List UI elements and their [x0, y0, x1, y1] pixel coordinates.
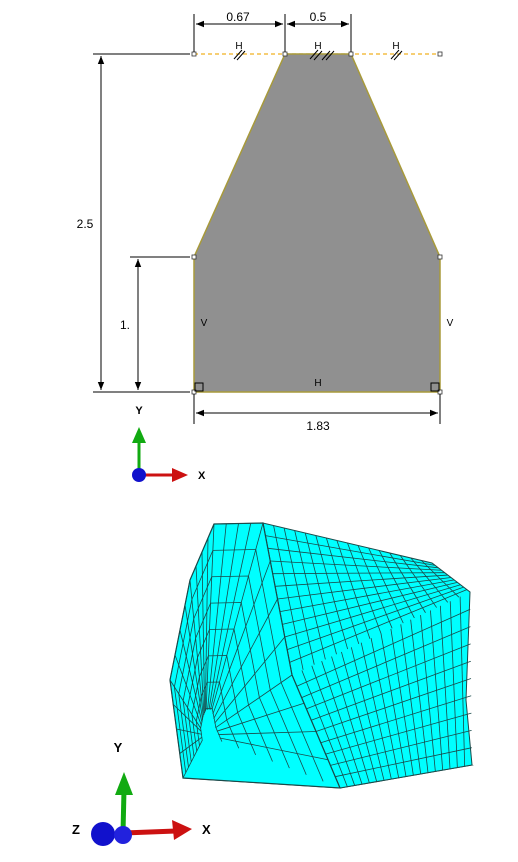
triad-y-label: Y — [135, 405, 143, 417]
constraint-labels: H H H H V V — [201, 41, 454, 389]
sketch-view: H H H H V V — [77, 10, 454, 482]
x-arrow-icon — [172, 468, 188, 482]
origin-3d-icon — [114, 826, 132, 844]
constraint-v-left: V — [201, 318, 208, 329]
dim-top-right: 0.5 — [310, 10, 327, 24]
z-axis-icon — [91, 822, 115, 846]
sketch-triad: Y X — [132, 405, 206, 482]
origin-icon — [132, 468, 146, 482]
constraint-h-bottom: H — [314, 378, 321, 389]
x-arrow-3d-icon — [172, 820, 192, 840]
constraint-h-left: H — [235, 41, 242, 52]
constraint-h-middle: H — [314, 41, 321, 52]
triad-3d-z-label: Z — [72, 822, 80, 837]
mesh-triad: Y X Z — [72, 740, 211, 846]
dimension-values: 0.67 0.5 2.5 1. 1.83 — [77, 10, 330, 433]
y-arrow-3d-icon — [115, 772, 133, 795]
triad-3d-x-label: X — [202, 822, 211, 837]
constraint-h-right: H — [392, 41, 399, 52]
sketch-profile — [193, 53, 441, 393]
mesh-right-grid — [265, 525, 472, 787]
triad-3d-y-label: Y — [114, 740, 123, 755]
constraint-v-right: V — [447, 318, 454, 329]
triad-x-label: X — [198, 470, 206, 482]
mesh-view: Y X Z — [72, 522, 474, 846]
dim-side-height: 1. — [120, 318, 130, 332]
dimension-lines — [93, 14, 441, 424]
mesh-front-grid — [169, 522, 341, 789]
tick-marks — [233, 49, 403, 61]
dim-height: 2.5 — [77, 217, 94, 231]
y-arrow-icon — [132, 427, 146, 443]
perpendicular-markers — [194, 382, 440, 392]
dim-top-left: 0.67 — [226, 10, 250, 24]
dim-width: 1.83 — [306, 419, 330, 433]
